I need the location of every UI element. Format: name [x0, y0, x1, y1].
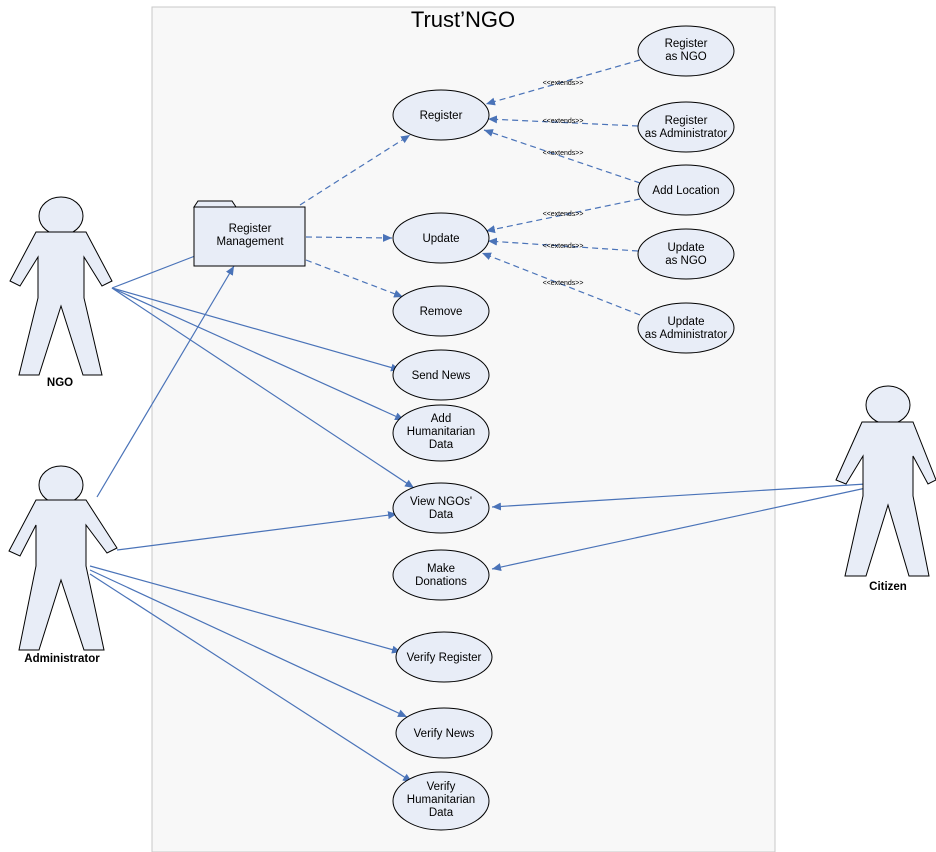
assoc-ngo-view-ngos-data	[111, 287, 415, 489]
use-case-verify-news: Verify News	[395, 707, 493, 759]
extend-update-as-administrator	[481, 252, 641, 316]
use-case-register: Register	[392, 89, 490, 141]
use-case-label: Humanitarian	[407, 794, 475, 806]
actor-citizen: Citizen	[835, 385, 936, 593]
assoc-ngo-register-management	[111, 255, 196, 289]
use-case-label: Humanitarian	[407, 426, 475, 438]
assoc-admin-view-ngos-data	[116, 511, 398, 551]
assoc-admin-verify-register	[89, 565, 402, 654]
actor-body	[9, 231, 113, 376]
use-case-label: Register	[665, 38, 708, 50]
system-title: Trust’NGO	[411, 7, 515, 32]
package-label: Management	[216, 236, 284, 248]
use-case-view-ngos-data: View NGOs' Data	[392, 482, 490, 534]
actor-administrator: Administrator	[8, 465, 118, 665]
use-case-label: Verify	[427, 781, 456, 793]
dep-management-remove	[305, 259, 404, 298]
use-case-label: Data	[429, 509, 454, 521]
use-case-update-as-ngo: Update as NGO	[637, 228, 735, 280]
extends-label: <<extends>>	[543, 243, 584, 250]
use-case-add-humanitarian-data: Add Humanitarian Data	[392, 404, 490, 462]
register-management-package: Register Management	[193, 200, 306, 267]
use-case-update-as-administrator: Update as Administrator	[637, 302, 735, 354]
extends-relations: <<extends>> <<extends>> <<extends>> <<ex…	[481, 59, 641, 316]
use-case-label: Add Location	[652, 185, 719, 197]
use-case-label: Add	[431, 413, 451, 425]
package-dependencies	[299, 134, 411, 298]
assoc-citizen-view-ngos-data	[491, 483, 867, 511]
extend-add-location-update	[485, 198, 641, 234]
use-case-make-donations: Make Donations	[392, 549, 490, 601]
use-case-label: View NGOs'	[410, 496, 472, 508]
use-case-label: as NGO	[665, 255, 707, 267]
use-case-verify-humanitarian-data: Verify Humanitarian Data	[392, 771, 490, 831]
actor-head	[38, 465, 84, 505]
assoc-admin-verify-humanitarian-data	[89, 573, 413, 783]
actor-label: NGO	[47, 377, 73, 389]
actor-head	[38, 196, 84, 236]
use-case-update: Update	[392, 212, 490, 264]
assoc-ngo-send-news	[111, 287, 401, 372]
extend-add-location-register	[483, 129, 641, 184]
use-case-label: Register	[665, 115, 708, 127]
use-case-label: Update	[667, 316, 704, 328]
use-case-label: as NGO	[665, 51, 707, 63]
actor-ngo: NGO	[9, 196, 113, 389]
use-case-label: Update	[667, 242, 704, 254]
use-case-register-as-administrator: Register as Administrator	[637, 101, 735, 153]
use-case-label: as Administrator	[645, 128, 728, 140]
actor-head	[865, 385, 911, 425]
package-body	[193, 206, 306, 267]
use-case-label: Register	[420, 110, 463, 122]
use-case-label: Data	[429, 807, 454, 819]
extends-label: <<extends>>	[543, 118, 584, 125]
actor-label: Citizen	[869, 581, 907, 593]
extend-register-as-administrator	[487, 115, 639, 127]
extends-label: <<extends>>	[543, 80, 584, 87]
actor-body	[8, 499, 118, 651]
use-case-label: Send News	[412, 370, 471, 382]
use-case-label: Remove	[420, 306, 463, 318]
assoc-ngo-add-humanitarian-data	[111, 287, 405, 421]
use-case-label: as Administrator	[645, 329, 728, 341]
use-case-label: Verify News	[414, 728, 475, 740]
use-case-label: Data	[429, 439, 454, 451]
actor-body	[835, 421, 936, 577]
actor-label: Administrator	[24, 653, 100, 665]
use-case-label: Update	[422, 233, 459, 245]
use-case-remove: Remove	[392, 285, 490, 337]
extend-update-as-ngo	[487, 237, 639, 252]
assoc-admin-verify-news	[89, 569, 408, 718]
use-case-add-location: Add Location	[637, 164, 735, 216]
extends-label: <<extends>>	[543, 211, 584, 218]
use-case-label: Make	[427, 563, 455, 575]
dep-management-register	[299, 134, 411, 206]
extends-label: <<extends>>	[543, 280, 584, 287]
extends-label: <<extends>>	[543, 150, 584, 157]
use-case-verify-register: Verify Register	[395, 631, 493, 683]
package-label: Register	[229, 223, 272, 235]
use-case-register-as-ngo: Register as NGO	[637, 25, 735, 77]
use-case-label: Donations	[415, 576, 467, 588]
associations	[89, 255, 867, 783]
extend-register-as-ngo	[485, 59, 641, 106]
use-case-label: Verify Register	[407, 652, 482, 664]
package-tab	[193, 200, 237, 208]
use-case-send-news: Send News	[392, 349, 490, 401]
assoc-citizen-make-donations	[491, 487, 867, 572]
assoc-admin-register-management	[96, 265, 235, 498]
dep-management-update	[305, 233, 393, 242]
